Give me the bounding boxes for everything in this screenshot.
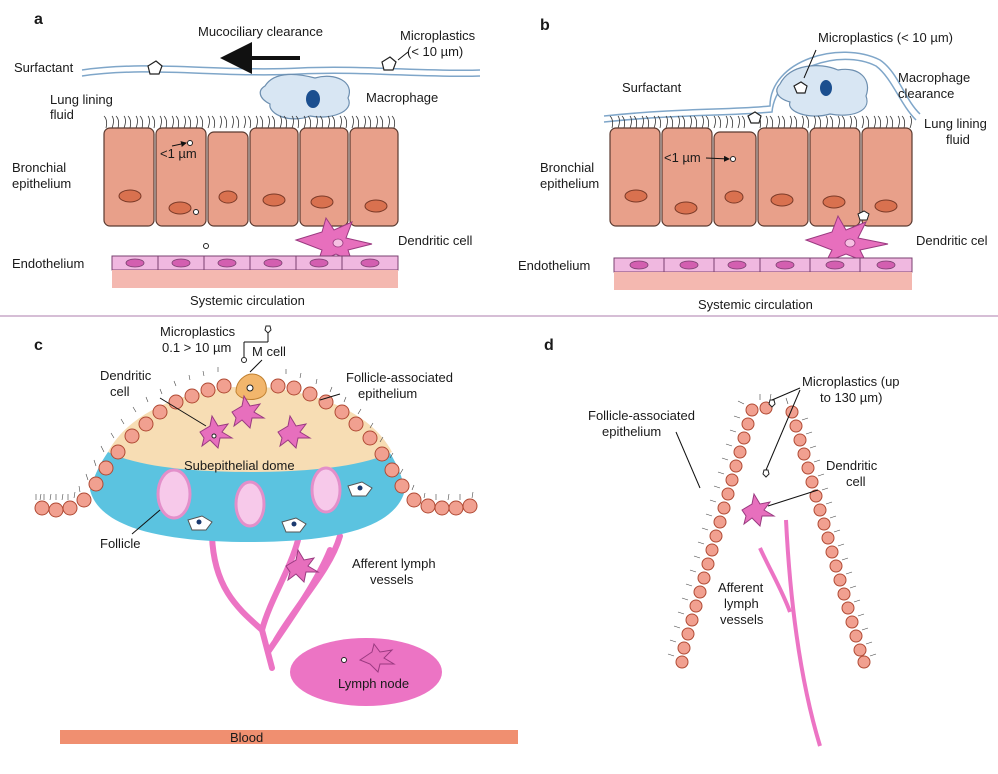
macrophage-label: Macrophage — [898, 70, 970, 85]
panel-a-letter: a — [34, 11, 43, 28]
surfactant-label: Surfactant — [622, 80, 682, 95]
panel-c-letter: c — [34, 337, 43, 354]
dome-label: Subepithelial dome — [184, 458, 295, 473]
microplastics-size-label: to 130 µm) — [820, 390, 882, 405]
microplastic-particle-icon — [148, 61, 162, 74]
follicle-associated-epithelium-d — [676, 402, 870, 668]
dendritic-label: Dendritic cel — [916, 233, 988, 248]
panel-a: a Mucociliary clearance Microplastics (<… — [12, 11, 480, 308]
bronchial-label-2: epithelium — [12, 176, 71, 191]
submicron-label: <1 µm — [664, 150, 701, 165]
mucociliary-label: Mucociliary clearance — [198, 24, 323, 39]
fae-label-2: epithelium — [358, 386, 417, 401]
microplastics-size-label: (< 10 µm) — [407, 44, 463, 59]
submicron-label: <1 µm — [160, 146, 197, 161]
microplastic-particle-icon — [382, 57, 396, 70]
afferent-label-3: vessels — [720, 612, 764, 627]
lymph-node-icon — [290, 638, 442, 706]
panel-c: c Blood Lymph node — [34, 324, 518, 745]
afferent-label: Afferent lymph — [352, 556, 436, 571]
macrophage-nucleus-icon — [820, 80, 832, 96]
lung-lining-label-2: fluid — [946, 132, 970, 147]
panel-b: b Microplastics (< 10 µm) Macrophage cle… — [518, 17, 988, 312]
dendritic-cell-icon — [742, 494, 774, 526]
afferent-label: Afferent — [718, 580, 764, 595]
dendritic-label: Dendritic — [826, 458, 878, 473]
lymph-node-label: Lymph node — [338, 676, 409, 691]
endothelium-label: Endothelium — [518, 258, 590, 273]
systemic-circulation-b — [614, 272, 912, 290]
endothelium-a — [112, 256, 398, 270]
bronchial-label: Bronchial — [540, 160, 594, 175]
dendritic-label: Dendritic cell — [398, 233, 473, 248]
surfactant-label: Surfactant — [14, 60, 74, 75]
afferent-label-2: lymph — [724, 596, 759, 611]
dendritic-label: Dendritic — [100, 368, 152, 383]
m-cell-label: M cell — [252, 344, 286, 359]
lung-lining-label-2: fluid — [50, 107, 74, 122]
bronchial-label: Bronchial — [12, 160, 66, 175]
afferent-label-2: vessels — [370, 572, 414, 587]
fae-label: Follicle-associated — [588, 408, 695, 423]
panel-d: d Microplastics — [544, 337, 900, 746]
lung-lining-label: Lung lining — [924, 116, 987, 131]
systemic-circulation-a — [112, 270, 398, 288]
microplastics-size-label: 0.1 > 10 µm — [162, 340, 231, 355]
panel-b-letter: b — [540, 17, 550, 34]
dendritic-label-2: cell — [846, 474, 866, 489]
bronchial-epithelium-a — [104, 128, 398, 226]
bronchial-epithelium-b — [610, 128, 912, 226]
lymph-vessel-d — [786, 520, 820, 746]
macrophage-clearance-label: clearance — [898, 86, 954, 101]
microplastics-label: Microplastics (< 10 µm) — [818, 30, 953, 45]
dendritic-label-2: cell — [110, 384, 130, 399]
systemic-label: Systemic circulation — [698, 297, 813, 312]
microplastics-label: Microplastics (up — [802, 374, 900, 389]
systemic-label: Systemic circulation — [190, 293, 305, 308]
microplastics-label: Microplastics — [160, 324, 236, 339]
microplastics-label: Microplastics — [400, 28, 476, 43]
lung-lining-label: Lung lining — [50, 92, 113, 107]
cilia-a — [104, 116, 395, 128]
macrophage-nucleus-icon — [306, 90, 320, 108]
blood-bar — [60, 730, 518, 744]
macrophage-icon — [260, 74, 349, 118]
fae-label-2: epithelium — [602, 424, 661, 439]
endothelium-b — [614, 258, 912, 272]
macrophage-label: Macrophage — [366, 90, 438, 105]
blood-label: Blood — [230, 730, 263, 745]
panel-d-letter: d — [544, 337, 554, 354]
bronchial-label-2: epithelium — [540, 176, 599, 191]
endothelium-label: Endothelium — [12, 256, 84, 271]
fae-label: Follicle-associated — [346, 370, 453, 385]
follicle-label: Follicle — [100, 536, 140, 551]
